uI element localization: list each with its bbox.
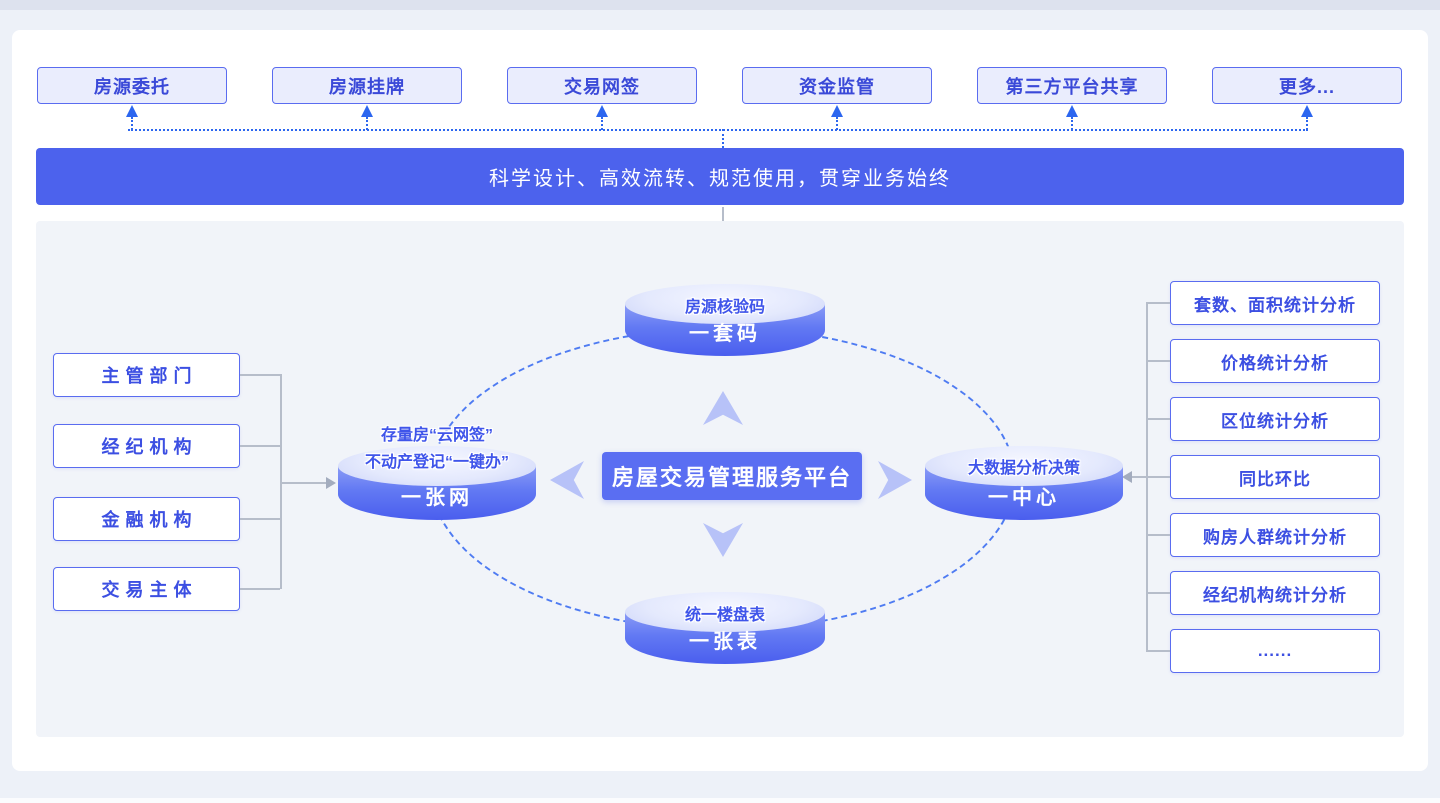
entity-box-authority: 主管部门: [53, 353, 240, 397]
right-arrow-line: [1132, 476, 1147, 478]
dotted-stub-banner: [722, 129, 724, 148]
dotted-stub-5: [1071, 117, 1073, 130]
arrow-up-icon: [596, 105, 608, 117]
bracket-stub: [1146, 592, 1170, 594]
cylinder-one-center: 大数据分析决策 一中心: [925, 446, 1123, 520]
arrow-up-icon: [361, 105, 373, 117]
arrow-up-icon: [831, 105, 843, 117]
bracket-stub: [1146, 302, 1170, 304]
cylinder-title: 房源核验码: [684, 299, 765, 316]
dotted-stub-6: [1306, 117, 1308, 130]
analytics-box-more: ......: [1170, 629, 1380, 673]
top-strip: [0, 0, 1440, 10]
dotted-stub-1: [131, 117, 133, 130]
arrow-right-icon: [326, 477, 336, 489]
dotted-stub-2: [366, 117, 368, 130]
analytics-box-yoy-mom: 同比环比: [1170, 455, 1380, 499]
flow-box-more: 更多...: [1212, 67, 1402, 104]
cylinder-title: 大数据分析决策: [967, 460, 1080, 477]
principle-banner: 科学设计、高效流转、规范使用，贯穿业务始终: [36, 148, 1404, 205]
entity-box-financial: 金融机构: [53, 497, 240, 541]
flow-box-fund-supervision: 资金监管: [742, 67, 932, 104]
cylinder-one-table: 统一楼盘表 一张表: [625, 592, 825, 664]
cylinder-top: [338, 446, 536, 486]
analytics-box-brokerage-stats: 经纪机构统计分析: [1170, 571, 1380, 615]
arrow-up-icon: [126, 105, 138, 117]
bracket-stub: [1146, 650, 1170, 652]
analytics-box-units-area: 套数、面积统计分析: [1170, 281, 1380, 325]
flow-box-third-party-sharing: 第三方平台共享: [977, 67, 1167, 104]
flow-box-house-entrust: 房源委托: [37, 67, 227, 104]
bottom-strip: [0, 798, 1440, 803]
cylinder-title: 统一楼盘表: [684, 607, 765, 624]
cylinder-label: 一张表: [689, 631, 761, 653]
analytics-box-buyer-demographics: 购房人群统计分析: [1170, 513, 1380, 557]
cylinder-title-line1: 存量房“云网签”: [380, 427, 493, 444]
left-arrow-line: [280, 482, 326, 484]
flow-box-house-listing: 房源挂牌: [272, 67, 462, 104]
bracket-stub: [1146, 418, 1170, 420]
analytics-box-price: 价格统计分析: [1170, 339, 1380, 383]
cylinder-label: 一张网: [401, 487, 473, 509]
cylinder-label: 一套码: [689, 323, 761, 345]
arrow-up-icon: [1301, 105, 1313, 117]
entity-box-brokerage: 经纪机构: [53, 424, 240, 468]
flow-box-online-signing: 交易网签: [507, 67, 697, 104]
bracket-stub: [240, 588, 280, 590]
dotted-connector-horizontal: [128, 129, 1308, 131]
cylinder-one-network: 存量房“云网签” 不动产登记“一键办” 一张网: [338, 427, 536, 520]
bracket-stub: [1146, 476, 1170, 478]
left-bracket-line: [280, 374, 282, 589]
cylinder-top: [925, 446, 1123, 486]
analytics-box-location: 区位统计分析: [1170, 397, 1380, 441]
platform-title: 房屋交易管理服务平台: [602, 452, 862, 500]
cylinder-label: 一中心: [988, 487, 1060, 509]
bracket-stub: [240, 518, 280, 520]
bracket-stub: [240, 374, 280, 376]
cylinder-one-code: 房源核验码 一套码: [625, 284, 825, 356]
entity-box-trading-party: 交易主体: [53, 567, 240, 611]
arrow-up-icon: [1066, 105, 1078, 117]
cylinder-top: [625, 592, 825, 632]
dotted-stub-4: [836, 117, 838, 130]
bracket-stub: [1146, 360, 1170, 362]
arrow-left-icon: [1122, 471, 1132, 483]
dotted-stub-3: [601, 117, 603, 130]
cylinder-title-line2: 不动产登记“一键办”: [364, 454, 509, 471]
bracket-stub: [240, 445, 280, 447]
bracket-stub: [1146, 534, 1170, 536]
cylinder-top: [625, 284, 825, 324]
